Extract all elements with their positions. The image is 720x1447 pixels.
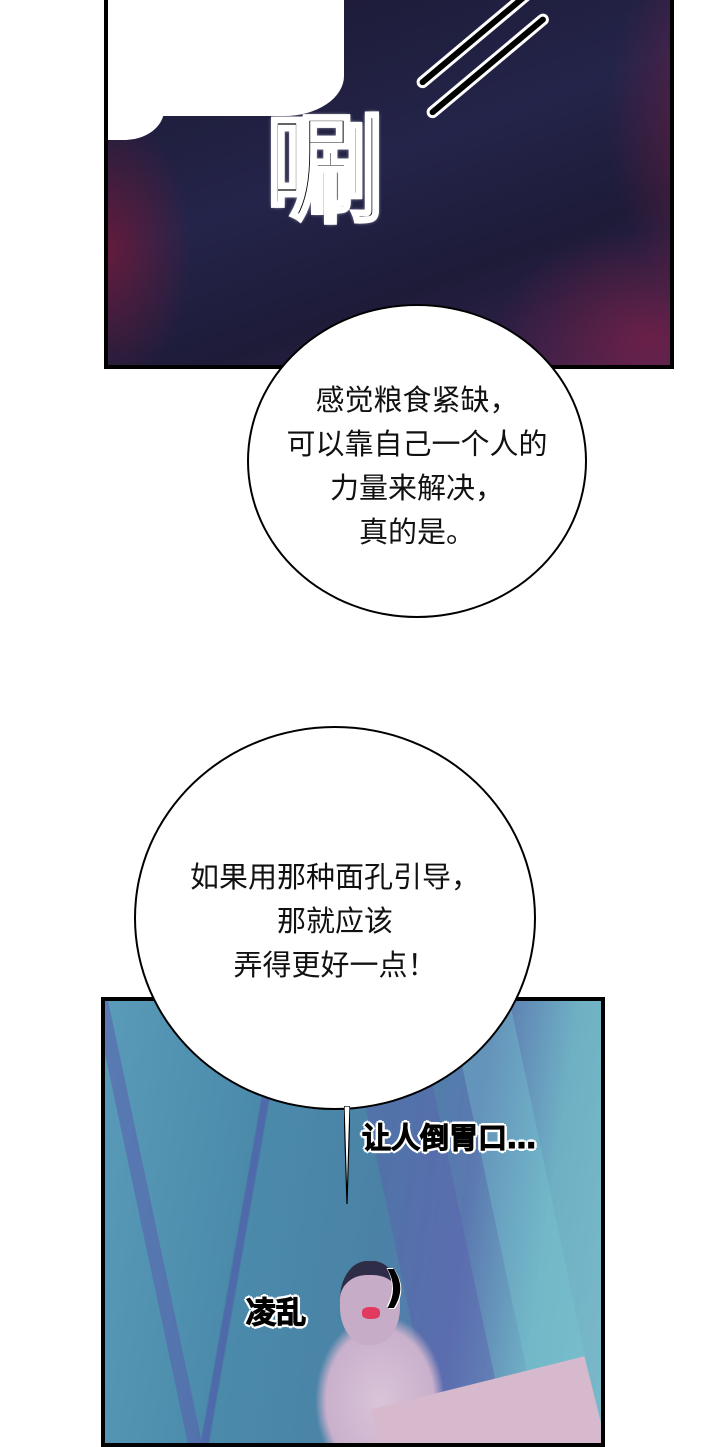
character-head <box>340 1261 400 1345</box>
curtain-stripe <box>105 1001 213 1443</box>
motion-bracket: ) <box>384 1262 405 1313</box>
caption-text: 让人倒胃口… <box>361 1121 537 1156</box>
sound-effect-swish: 唰 <box>264 102 385 240</box>
sound-effect-messy: 凌乱 <box>246 1296 307 1332</box>
background-cutout <box>108 100 164 140</box>
speech-bubble-tail <box>344 1106 350 1204</box>
character-mouth <box>362 1307 380 1319</box>
dialogue-text: 如果用那种面孔引导， 那就应该 弄得更好一点！ <box>189 860 480 982</box>
comic-panel-1: 唰 <box>104 0 674 369</box>
comic-panel-2 <box>101 997 605 1447</box>
dialogue-text: 感觉粮食紧缺， 可以靠自己一个人的 力量来解决， 真的是。 <box>286 383 548 549</box>
speech-bubble: 感觉粮食紧缺， 可以靠自己一个人的 力量来解决， 真的是。 <box>247 304 587 618</box>
speech-bubble: 如果用那种面孔引导， 那就应该 弄得更好一点！ <box>134 726 536 1110</box>
motion-line <box>414 0 573 91</box>
background-cutout <box>108 0 344 116</box>
